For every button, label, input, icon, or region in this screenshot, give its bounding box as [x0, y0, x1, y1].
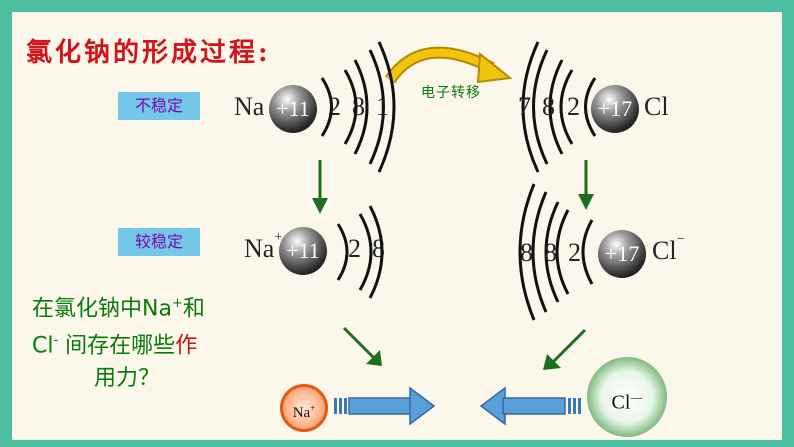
cl-atom-nucleus: +17: [591, 85, 639, 133]
cl-atom-shell-2: 8: [542, 92, 555, 121]
cl-atom-shell-arcs: [521, 41, 597, 173]
cl-ion-nucleus: +17: [598, 230, 646, 278]
electron-transfer-label: 电子转移: [421, 85, 481, 101]
na-atom-nucleus: +11: [269, 85, 317, 133]
cl-atom-shell-3: 2: [567, 92, 580, 121]
slide-title: 氯化钠的形成过程:: [26, 38, 271, 68]
chloride-ion: Cl—: [587, 357, 667, 437]
na-atom-symbol: Na: [234, 92, 265, 121]
cl-atom-shell-1: 7: [518, 92, 531, 121]
na-ion-nucleus: +11: [279, 227, 327, 275]
question-text: 在氯化钠中Na+和 Cl- 间存在哪些作 用力？: [32, 296, 205, 391]
slide-panel: 氯化钠的形成过程: 电子转移 不稳定 较稳定 Na +11 2 8 1: [12, 12, 782, 440]
na-ion-shell-arcs: [336, 205, 384, 299]
label-more-stable: 较稳定: [118, 228, 200, 256]
cl-ion-symbol: Cl−: [652, 232, 685, 265]
arrow-diagonal-right: [543, 328, 587, 370]
arrow-down-right: [578, 160, 594, 210]
electron-transfer-arrow: [385, 46, 513, 84]
cl-ion-shell-3: 2: [568, 238, 581, 267]
cl-ion-shell-1: 8: [520, 238, 533, 267]
arrow-down-left: [312, 160, 328, 214]
cl-ion-shell-2: 8: [544, 238, 557, 267]
blue-arrow-left: [479, 386, 581, 426]
blue-arrow-right: [334, 386, 436, 426]
na-atom-shell-arcs: [320, 41, 396, 173]
cl-atom-symbol: Cl: [644, 92, 669, 121]
cl-ion-shell-arcs: [518, 183, 594, 321]
na-ion-shell-1: 2: [348, 234, 361, 263]
na-ion-symbol: Na+: [244, 230, 283, 263]
sodium-ion: Na+: [280, 384, 328, 432]
label-unstable: 不稳定: [118, 92, 200, 120]
arrow-diagonal-left: [342, 326, 382, 366]
